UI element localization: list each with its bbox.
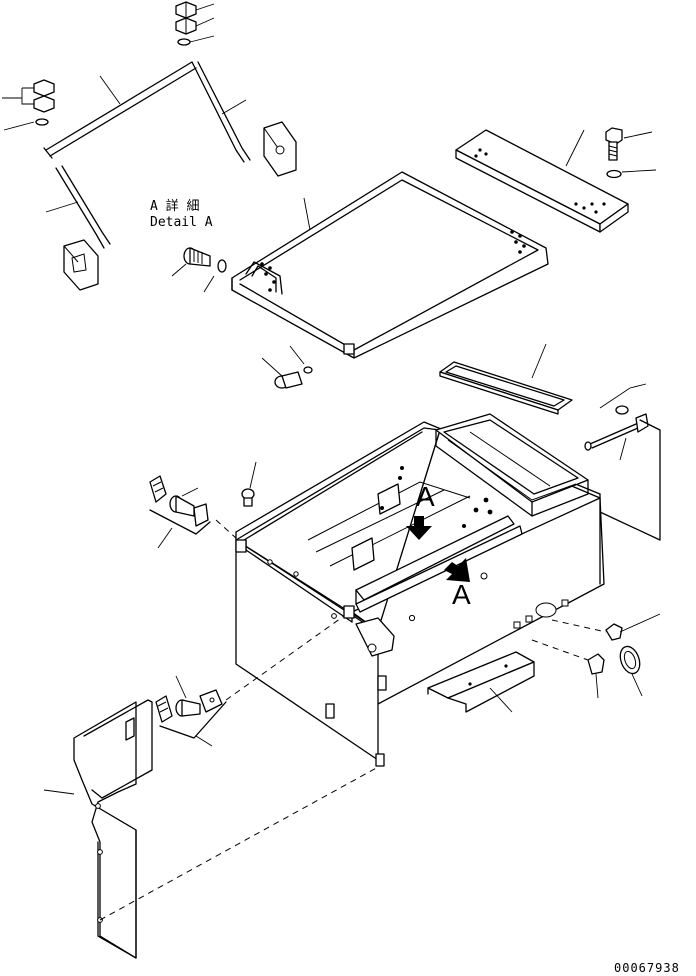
lower-left-rod (55, 165, 111, 249)
long-bolt-right (584, 413, 649, 451)
plug-right (605, 623, 623, 641)
main-box (235, 413, 605, 767)
washer-left (35, 118, 49, 126)
long-rod (43, 61, 197, 159)
view-marker-a-side: A (452, 579, 471, 610)
view-marker-a-top: A (416, 481, 435, 512)
latch-pin (183, 247, 227, 273)
detail-label-jp: A 詳 細 (150, 198, 199, 214)
nut-left-lower (33, 95, 55, 113)
washer-right (615, 405, 629, 415)
linkage-assembly: A 詳 細 Detail A (2, 1, 297, 291)
side-cover (73, 699, 153, 959)
gasket-frame (439, 361, 573, 415)
plug-lower (587, 653, 605, 675)
drawing-number: 00067938 (614, 961, 680, 975)
grommet-top (241, 488, 255, 507)
nut-top-upper (175, 1, 197, 19)
bolt-below-lid (274, 366, 313, 389)
bottom-skid (427, 651, 535, 713)
clip-left-lower (155, 695, 173, 723)
cap-round (619, 645, 641, 675)
hinge-bracket-top-right (455, 129, 629, 233)
washer-top (177, 38, 191, 46)
valve-left-upper (169, 495, 209, 527)
upper-right-rod (191, 61, 251, 163)
bracket-left (63, 239, 99, 291)
bracket-right (263, 121, 297, 177)
clip-left-upper (149, 475, 167, 503)
lid-cover (231, 171, 549, 359)
view-arrow-down (406, 516, 432, 540)
view-arrow-diagonal (444, 558, 470, 582)
valve-left-lower (175, 689, 223, 717)
detail-label-en: Detail A (150, 215, 213, 230)
nut-left-upper (33, 79, 55, 97)
nut-top-lower (175, 17, 197, 35)
bolt-top-right (605, 127, 623, 161)
washer-top-right (606, 169, 622, 179)
